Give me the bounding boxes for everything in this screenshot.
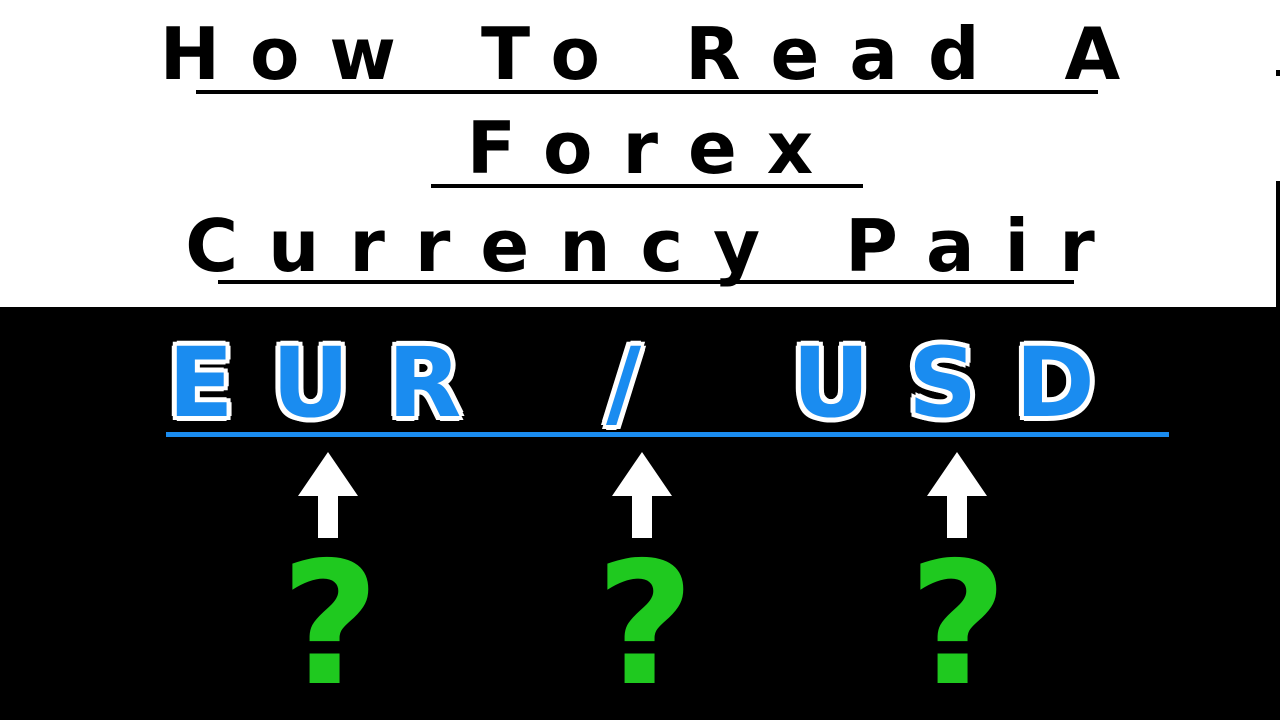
- question-mark-icon: ?: [908, 526, 1008, 724]
- arrow-up-icon: [612, 452, 672, 538]
- quote-currency: USD: [792, 327, 1133, 439]
- arrow-up-icon: [298, 452, 358, 538]
- edge-mark: [1276, 70, 1280, 76]
- title-panel: How To Read A Forex Currency Pair: [0, 0, 1280, 307]
- title-line-3: Currency Pair: [185, 204, 1125, 288]
- base-currency: EUR: [168, 327, 500, 439]
- arrow-up-icon: [927, 452, 987, 538]
- title-underline-3: [218, 280, 1074, 284]
- question-mark-icon: ?: [595, 526, 695, 724]
- title-underline-2: [431, 184, 863, 188]
- question-mark-icon: ?: [280, 526, 380, 724]
- pair-separator: /: [606, 327, 642, 439]
- title-line-2: Forex: [466, 106, 844, 190]
- title-underline-1: [196, 90, 1098, 94]
- pair-underline: [166, 432, 1169, 437]
- title-line-1: How To Read A: [159, 12, 1151, 96]
- edge-bar: [1276, 181, 1280, 307]
